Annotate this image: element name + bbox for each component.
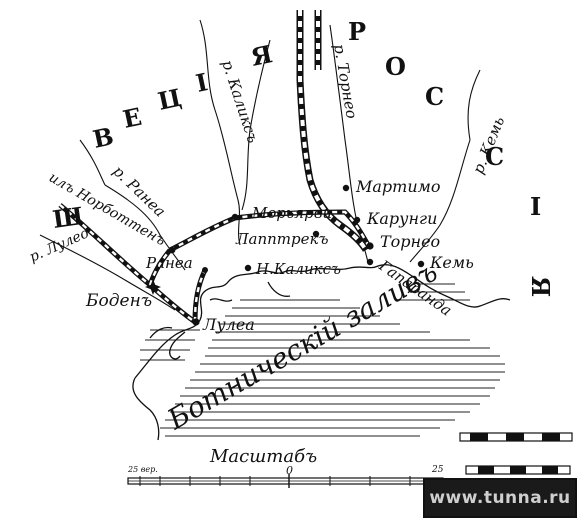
town-marker-lulea xyxy=(192,318,200,326)
kalix-river-branch xyxy=(241,39,271,211)
border-sweden-russia xyxy=(296,10,370,252)
label-town-martimo: Мартимо xyxy=(355,177,441,196)
town-marker-lapptreks xyxy=(312,230,320,238)
label-town-n-kaliks: Н.Каликсъ xyxy=(255,260,341,278)
ranea-river xyxy=(104,184,186,271)
town-marker-ranea xyxy=(168,246,176,254)
label-town-kem: Кемь xyxy=(429,253,474,272)
russia-letter-1: Р xyxy=(348,17,366,46)
russia-letter-3: С xyxy=(425,82,444,111)
town-marker-kem xyxy=(417,260,425,268)
sweden-letter-2: В xyxy=(90,121,116,154)
country-russia: Р О С С І Я xyxy=(348,17,555,297)
watermark-text: www.tunna.ru xyxy=(429,488,571,508)
label-river-torneo: р. Торнео xyxy=(330,43,361,121)
label-town-boden: Боденъ xyxy=(85,291,152,311)
russia-letter-2: О xyxy=(385,52,406,81)
railway xyxy=(58,203,371,325)
country-sweden: Ш В Е Ц І Я xyxy=(51,39,275,234)
label-town-lulea: Лулеа xyxy=(202,315,255,334)
town-markers xyxy=(168,184,425,326)
lulea-river xyxy=(39,234,176,311)
scale-bar: Масштабъ 25 вер. 0 25 xyxy=(127,432,573,488)
label-town-torneo: Торнео xyxy=(380,232,440,251)
kem-river xyxy=(409,139,471,263)
label-gulf-of-bothnia: Ботническій заливъ xyxy=(161,255,443,437)
town-marker-haparanda xyxy=(366,258,374,266)
russia-letter-5: І xyxy=(530,192,541,221)
russia-letter-6: Я xyxy=(526,276,555,297)
sweden-letter-6: Я xyxy=(248,39,275,72)
town-marker-martimo xyxy=(342,184,350,192)
scale-label-mid: 0 xyxy=(286,464,293,477)
rivers xyxy=(39,19,481,311)
town-marker-small xyxy=(202,267,208,273)
scale-label-left: 25 вер. xyxy=(127,465,158,474)
watermark: www.tunna.ru xyxy=(423,478,577,518)
town-marker-torneo xyxy=(366,242,374,250)
coastline xyxy=(132,264,511,441)
sweden-letter-4: Ц xyxy=(155,83,184,116)
scale-title: Масштабъ xyxy=(209,446,317,467)
town-marker-karungi xyxy=(353,216,361,224)
label-town-lapptreks: Лапптрекъ xyxy=(235,230,328,248)
boden-fortress-icon xyxy=(145,279,161,295)
sea-hatching xyxy=(140,283,505,437)
label-town-karungi: Карунги xyxy=(366,209,437,228)
town-marker-n-kaliks xyxy=(244,264,252,272)
sweden-letter-1: Ш xyxy=(51,201,85,234)
town-marker-moriarv xyxy=(231,213,239,221)
label-town-moriarv: Морьярви xyxy=(251,204,332,222)
kalix-river xyxy=(199,19,241,246)
russia-letter-4: С xyxy=(485,142,504,171)
scale-label-right: 25 xyxy=(431,465,444,475)
ranea-river-upper xyxy=(79,139,106,186)
kem-river-upper xyxy=(467,69,481,141)
label-town-ranea: Ранеа xyxy=(145,254,193,272)
sweden-letter-3: Е xyxy=(120,102,144,134)
